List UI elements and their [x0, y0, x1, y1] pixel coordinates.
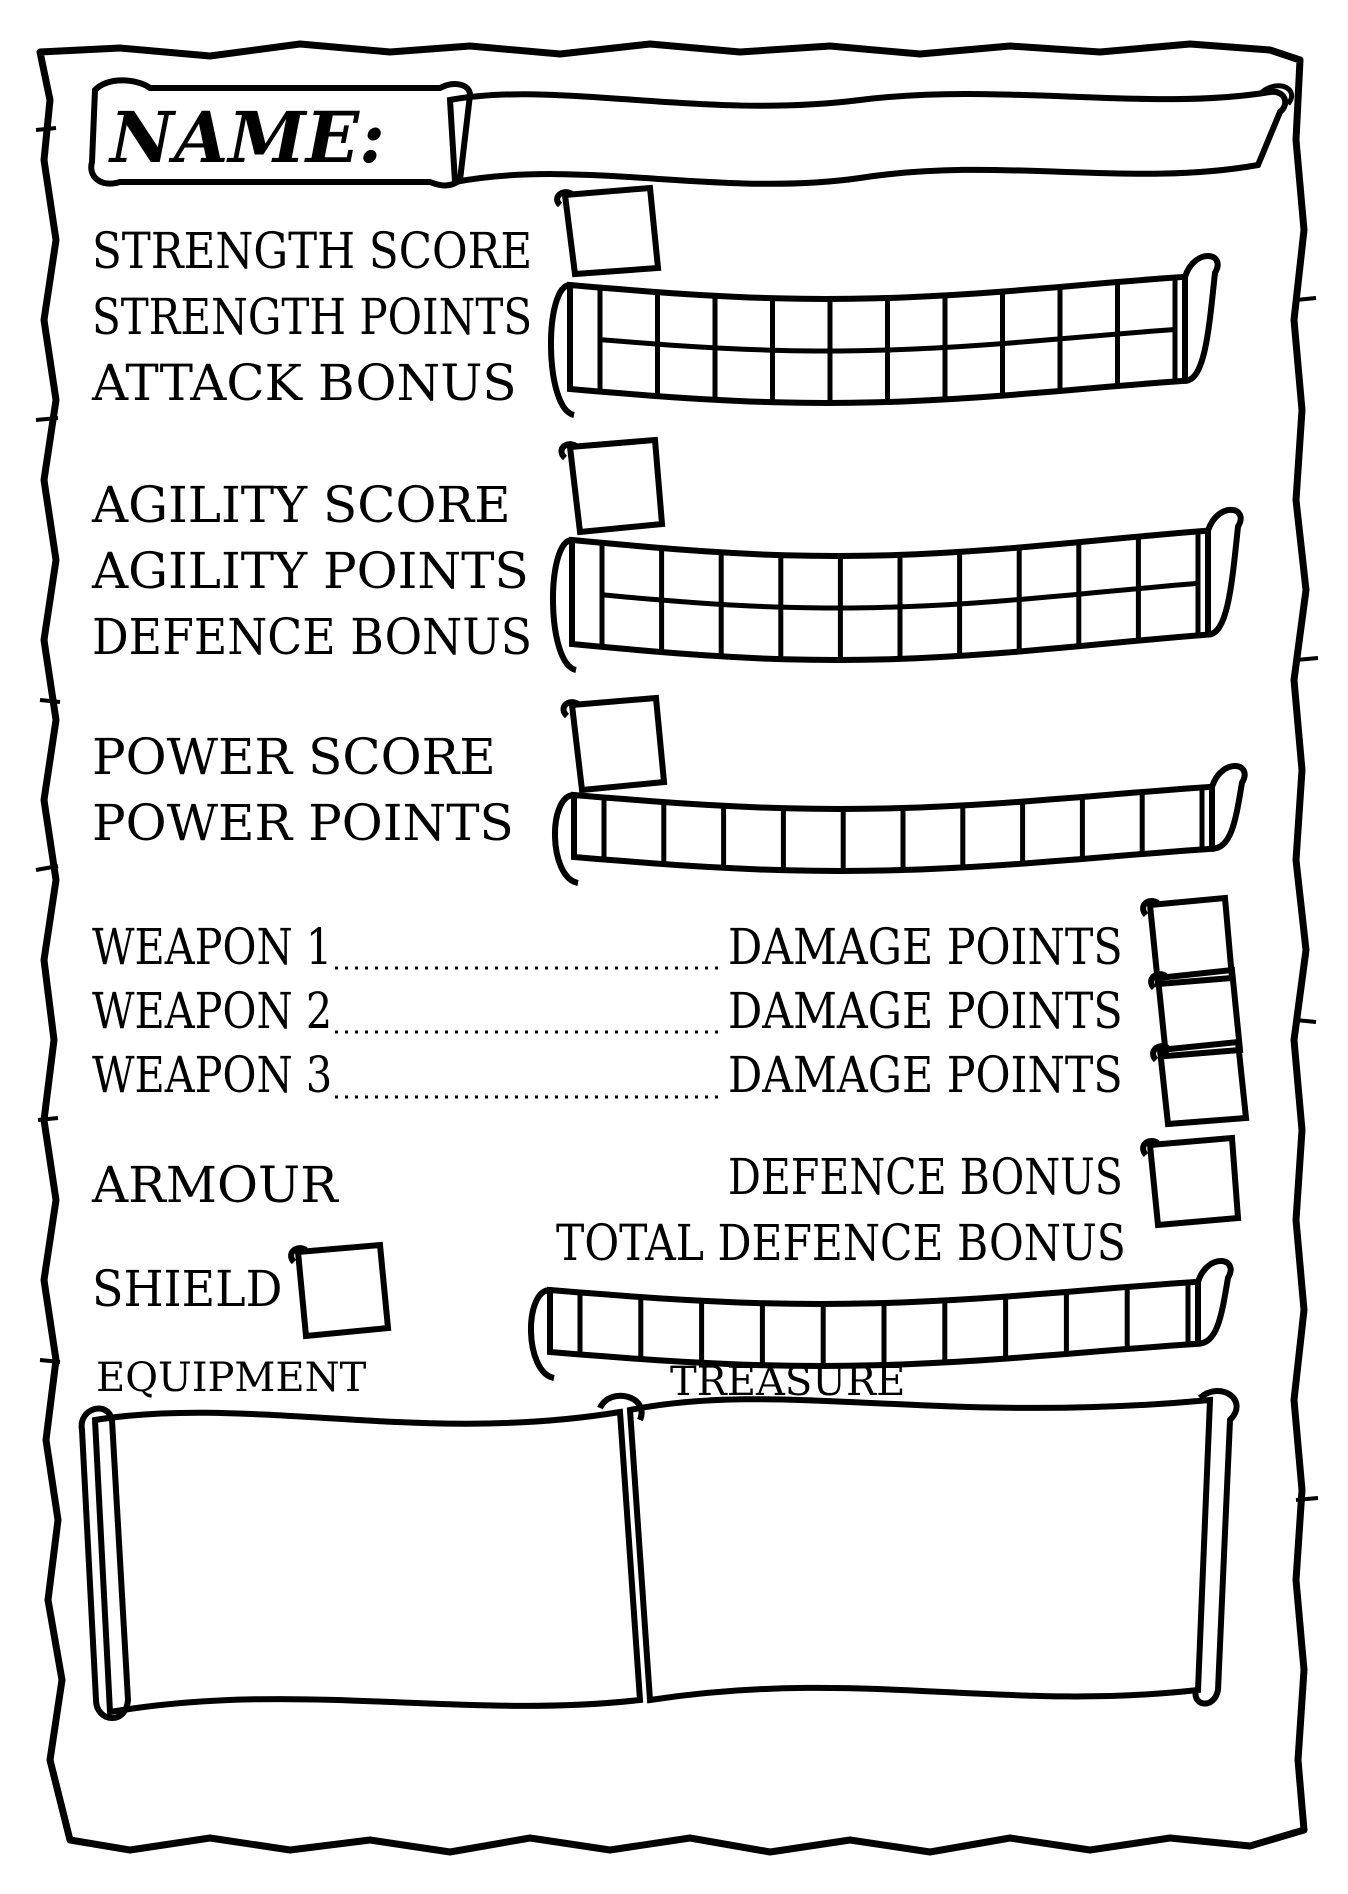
- strength-score-box[interactable]: [561, 184, 662, 278]
- weapon-2-damage-label: DAMAGE POINTS: [728, 982, 1123, 1040]
- armour-label: ARMOUR: [92, 1156, 338, 1214]
- armour-defence-box[interactable]: [1146, 1134, 1242, 1229]
- weapon-1-label: WEAPON 1: [92, 918, 333, 976]
- power-score-label: POWER SCORE: [92, 728, 496, 786]
- shield-box[interactable]: [294, 1241, 392, 1340]
- name-label-banner: [88, 77, 474, 189]
- shield-label: SHIELD: [92, 1260, 283, 1318]
- total-defence-track[interactable]: [528, 1258, 1234, 1381]
- armour-defence-bonus-label: DEFENCE BONUS: [728, 1148, 1123, 1206]
- parchment-border: [36, 40, 1310, 1856]
- agility-score-label: AGILITY SCORE: [92, 476, 511, 534]
- total-defence-bonus-label: TOTAL DEFENCE BONUS: [556, 1214, 1126, 1272]
- power-score-box[interactable]: [568, 694, 668, 794]
- attack-bonus-label: ATTACK BONUS: [92, 354, 517, 412]
- power-points-label: POWER POINTS: [92, 794, 514, 852]
- strength-points-label: STRENGTH POINTS: [92, 288, 533, 346]
- weapon-3-damage-box[interactable]: [1156, 1038, 1250, 1128]
- defence-bonus-label: DEFENCE BONUS: [92, 608, 533, 666]
- agility-points-track[interactable]: [550, 506, 1244, 673]
- power-points-track[interactable]: [552, 763, 1248, 886]
- weapon-1-damage-label: DAMAGE POINTS: [728, 918, 1123, 976]
- weapon-3-damage-label: DAMAGE POINTS: [728, 1046, 1123, 1104]
- agility-points-label: AGILITY POINTS: [92, 542, 529, 600]
- name-field-banner[interactable]: [446, 88, 1289, 187]
- agility-score-box[interactable]: [566, 436, 666, 536]
- weapon-3-label: WEAPON 3: [92, 1046, 333, 1104]
- equipment-box[interactable]: [91, 1408, 644, 1716]
- equipment-label: EQUIPMENT: [96, 1355, 367, 1401]
- strength-score-label: STRENGTH SCORE: [92, 222, 533, 280]
- name-label: NAME:: [110, 96, 385, 179]
- treasure-label: TREASURE: [670, 1359, 906, 1405]
- strength-points-track[interactable]: [548, 253, 1221, 418]
- treasure-box[interactable]: [626, 1396, 1214, 1704]
- weapon-2-label: WEAPON 2: [92, 982, 333, 1040]
